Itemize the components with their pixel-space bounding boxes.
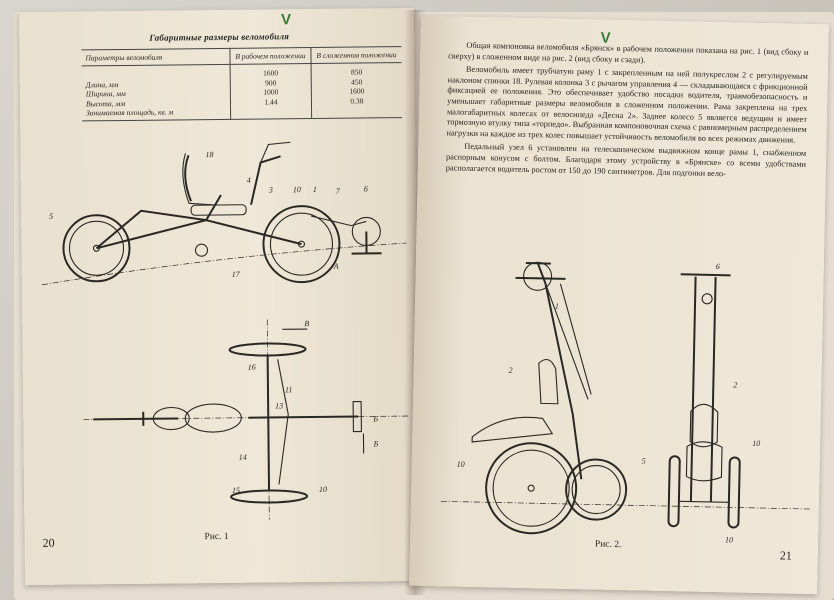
fig-label: В bbox=[304, 319, 309, 328]
figure1-side-view: 18 4 3 10 1 7 6 5 17 А bbox=[41, 141, 407, 286]
fig-label: 3 bbox=[268, 185, 273, 194]
fig-label: 18 bbox=[205, 150, 213, 159]
fig-label: 10 bbox=[725, 535, 733, 544]
figure1-top-view: В 16 11 13 14 15 10 Б Б bbox=[83, 319, 409, 520]
table-title: Габаритные размеры веломобиля bbox=[149, 31, 290, 43]
figure-caption: Рис. 2. bbox=[594, 539, 622, 551]
table-cell bbox=[230, 106, 312, 119]
table-header: В сложенном положении bbox=[310, 46, 402, 64]
fig-label: 17 bbox=[232, 270, 241, 279]
fig-label: 10 bbox=[293, 185, 301, 194]
right-page: V Общая компоновка веломобиля «Брянск» в… bbox=[409, 15, 829, 595]
figure-caption: Рис. 1 bbox=[204, 531, 229, 543]
fig-label: 2 bbox=[733, 380, 737, 389]
fig-label: 10 bbox=[457, 460, 465, 469]
page-number: 21 bbox=[779, 548, 792, 563]
left-page: V Габаритные размеры веломобиля Параметр… bbox=[19, 7, 420, 586]
fig-label: 13 bbox=[275, 401, 283, 410]
body-text: Общая компоновка веломобиля «Брянск» в р… bbox=[446, 40, 809, 184]
table-cell bbox=[81, 64, 231, 80]
paragraph: Педальный узел 6 установлен на телескопи… bbox=[445, 142, 807, 178]
fig-label: 4 bbox=[247, 176, 251, 185]
table-cell: 1600 bbox=[230, 63, 312, 79]
fig-label: 5 bbox=[642, 457, 646, 466]
fig-label: 6 bbox=[364, 184, 368, 193]
fig-label: Б bbox=[372, 414, 378, 423]
table-cell bbox=[311, 105, 403, 119]
fig-label: 16 bbox=[248, 363, 256, 372]
table-header: Параметры веломобиля bbox=[81, 48, 231, 66]
fig-label: 1 bbox=[313, 185, 317, 194]
fig-label: 6 bbox=[716, 262, 720, 271]
fig-label: 5 bbox=[49, 212, 53, 221]
fig-label: Б bbox=[373, 439, 379, 448]
dimensions-table: Параметры веломобиля В рабочем положении… bbox=[81, 46, 403, 121]
fig-label: 15 bbox=[232, 486, 240, 495]
fig-label: 7 bbox=[336, 187, 341, 196]
fig-label: 14 bbox=[239, 453, 247, 462]
table-header: В рабочем положении bbox=[229, 47, 312, 65]
table-cell: Занимаемая площадь, кв. м bbox=[82, 106, 231, 121]
check-mark: V bbox=[281, 11, 292, 29]
table-cell: 850 bbox=[350, 67, 363, 77]
fig-label: 1 bbox=[555, 302, 559, 311]
fig-label: 2 bbox=[509, 366, 513, 375]
paragraph: Веломобиль имеет трубчатую раму 1 с закр… bbox=[446, 64, 808, 145]
page-number: 20 bbox=[42, 535, 55, 550]
fig-label: 11 bbox=[285, 385, 293, 394]
fig-label: 10 bbox=[319, 485, 327, 494]
fig-label: А bbox=[333, 262, 339, 271]
figure2: 1 2 5 6 2 10 10 10 bbox=[440, 261, 811, 544]
fig-label: 10 bbox=[752, 439, 760, 448]
